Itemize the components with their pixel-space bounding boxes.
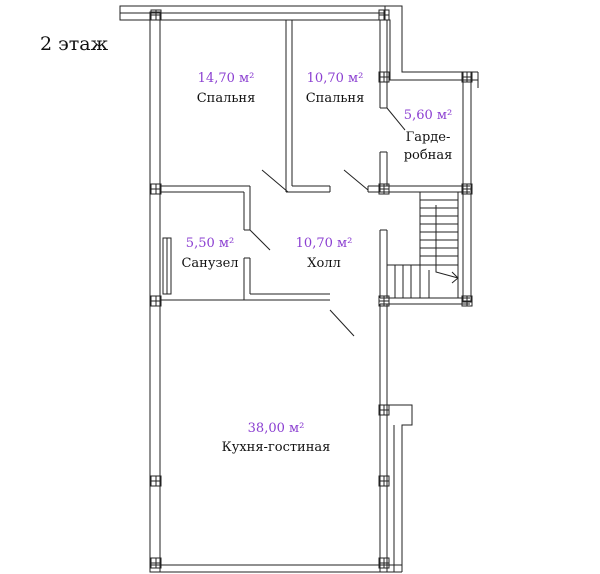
left-wall bbox=[149, 11, 161, 573]
room-bathroom: 5,50 м² Санузел bbox=[181, 236, 238, 271]
walls bbox=[119, 5, 479, 573]
room-area: 38,00 м² bbox=[248, 421, 305, 436]
room-bedroom-2: 10,70 м² Спальня bbox=[306, 71, 365, 106]
room-name-line-2: робная bbox=[404, 148, 453, 163]
room-name: Спальня bbox=[306, 91, 365, 106]
room-area: 5,60 м² bbox=[404, 108, 452, 123]
room-name: Кухня-гостиная bbox=[222, 440, 331, 455]
room-area: 14,70 м² bbox=[198, 71, 255, 86]
room-area: 10,70 м² bbox=[296, 236, 353, 251]
room-bedroom-1: 14,70 м² Спальня bbox=[197, 71, 256, 106]
room-name-line-1: Гарде- bbox=[406, 130, 451, 145]
floor-label: 2 этаж bbox=[40, 33, 109, 55]
room-area: 5,50 м² bbox=[186, 236, 234, 251]
room-name: Санузел bbox=[181, 256, 238, 271]
room-name: Спальня bbox=[197, 91, 256, 106]
column-markers bbox=[150, 9, 473, 569]
room-hall: 10,70 м² Холл bbox=[296, 236, 353, 271]
room-kitchen-living: 38,00 м² Кухня-гостиная bbox=[222, 421, 331, 455]
room-name: Холл bbox=[307, 256, 341, 271]
room-area: 10,70 м² bbox=[307, 71, 364, 86]
room-wardrobe: 5,60 м² Гарде- робная bbox=[404, 108, 453, 163]
